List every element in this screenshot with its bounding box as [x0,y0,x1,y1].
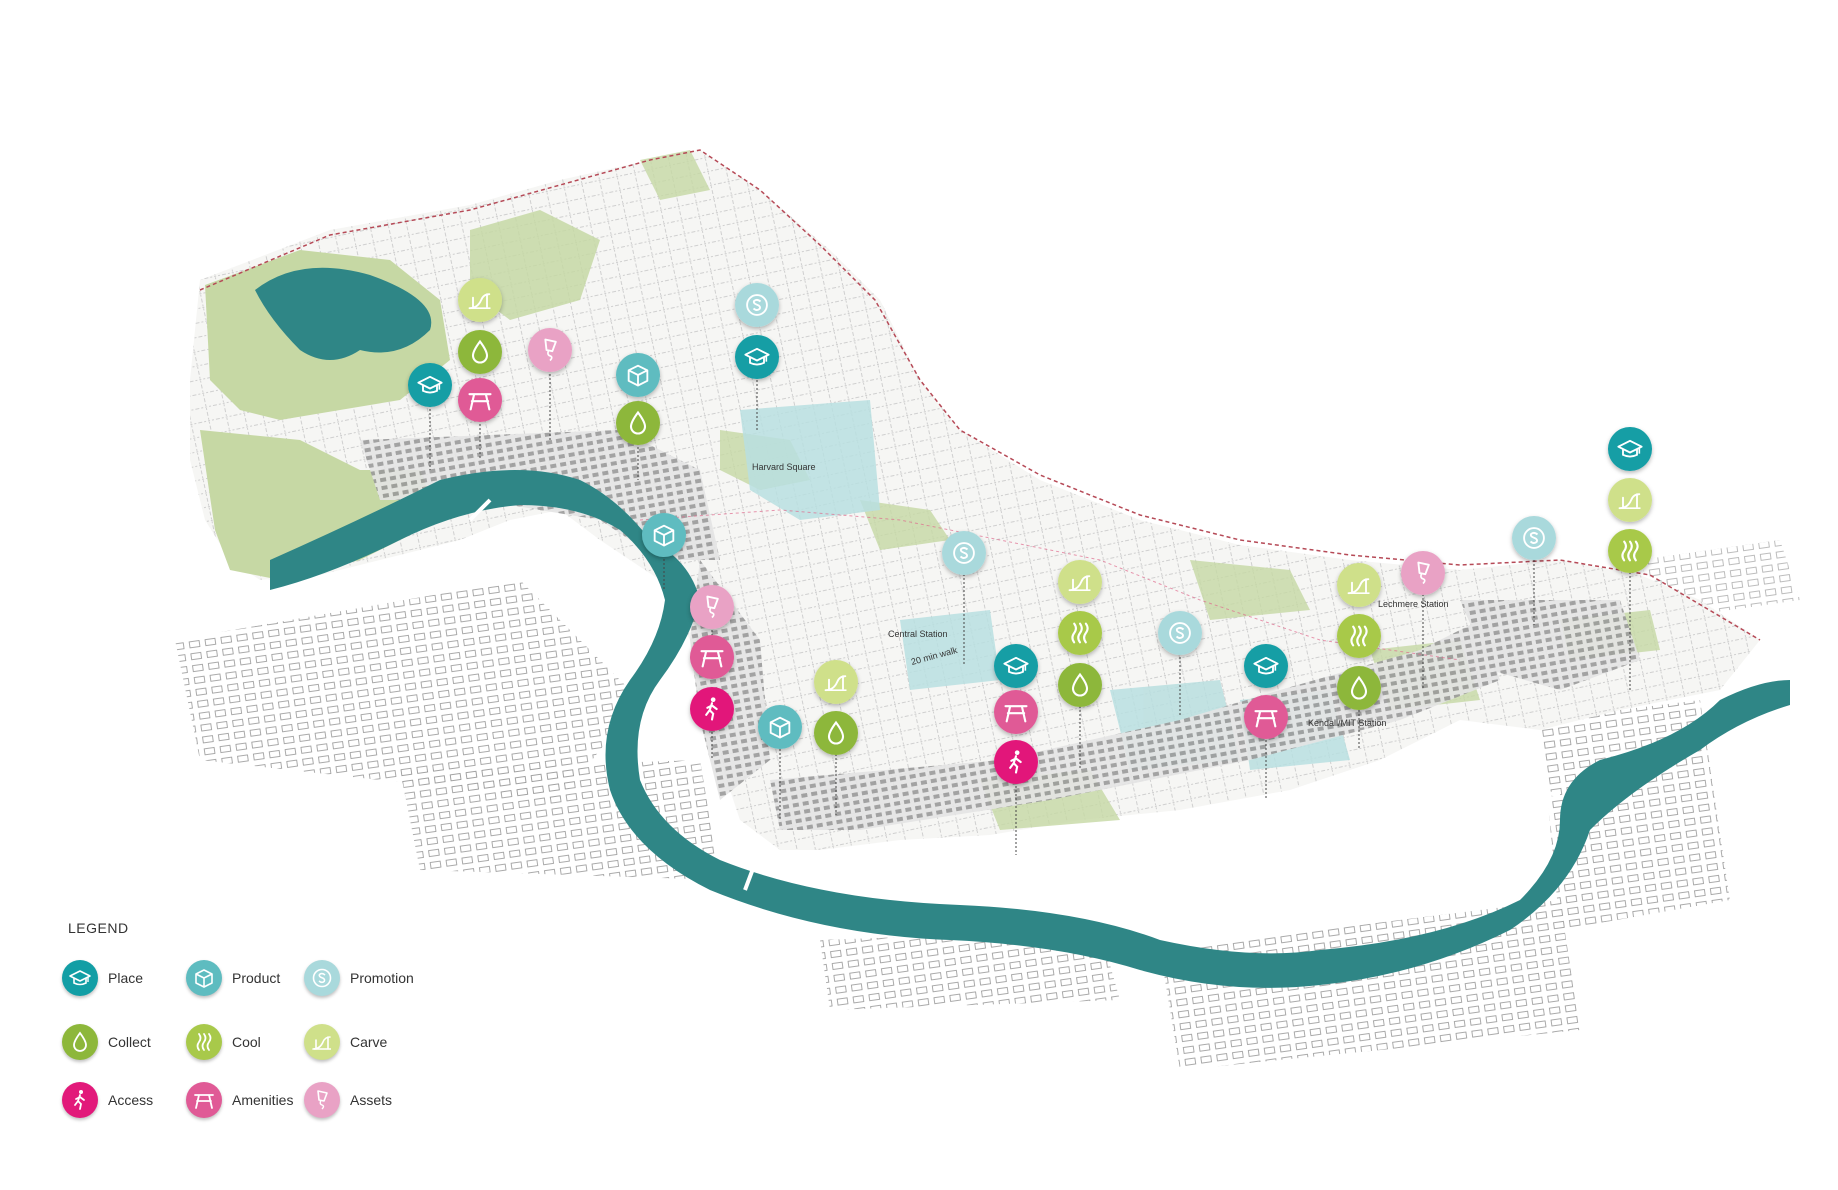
marker-amenities[interactable] [458,378,502,422]
legend-item-carve: Carve [304,1022,387,1062]
label-kendall-station: Kendall/MIT Station [1308,718,1386,728]
graduation-cap-icon [62,960,98,996]
heat-waves-icon [186,1024,222,1060]
marker-collect[interactable] [814,711,858,755]
kite-icon [304,1082,340,1118]
coin-icon [304,960,340,996]
legend-label-promotion: Promotion [350,970,414,986]
marker-carve[interactable] [1337,563,1381,607]
legend-item-promotion: Promotion [304,958,414,998]
marker-access[interactable] [994,740,1038,784]
marker-promotion[interactable] [735,283,779,327]
legend-label-amenities: Amenities [232,1092,294,1108]
legend-label-assets: Assets [350,1092,393,1108]
label-central-station: Central Station [888,629,948,639]
legend-label-collect: Collect [108,1034,151,1050]
marker-access[interactable] [690,687,734,731]
marker-place[interactable] [1244,644,1288,688]
legend-item-access: Access [62,1080,153,1120]
marker-amenities[interactable] [994,690,1038,734]
slide-icon [304,1024,340,1060]
legend-item-product: Product [186,958,280,998]
charles-river [270,470,1790,988]
marker-carve[interactable] [814,660,858,704]
marker-place[interactable] [408,363,452,407]
bridges [468,498,1561,941]
marker-carve[interactable] [1058,560,1102,604]
marker-collect[interactable] [1058,663,1102,707]
marker-promotion[interactable] [1512,516,1556,560]
legend-item-cool: Cool [186,1022,261,1062]
marker-promotion[interactable] [1158,611,1202,655]
marker-product[interactable] [758,705,802,749]
label-lechmere-station: Lechmere Station [1378,599,1449,609]
marker-cool[interactable] [1337,614,1381,658]
label-harvard-square: Harvard Square [752,462,816,472]
marker-amenities[interactable] [690,635,734,679]
marker-cool[interactable] [1608,529,1652,573]
legend-label-product: Product [232,970,281,986]
marker-place[interactable] [994,644,1038,688]
marker-cool[interactable] [1058,611,1102,655]
fresh-pond [255,267,432,360]
marker-promotion[interactable] [942,531,986,575]
legend-label-access: Access [108,1092,154,1108]
marker-collect[interactable] [458,330,502,374]
droplet-icon [62,1024,98,1060]
legend-item-amenities: Amenities [186,1080,293,1120]
context-buildings [175,540,1800,1070]
legend-item-collect: Collect [62,1022,151,1062]
legend-label-carve: Carve [350,1034,388,1050]
marker-carve[interactable] [1608,478,1652,522]
legend-item-assets: Assets [304,1080,392,1120]
map-markers [408,278,1652,784]
picnic-table-icon [186,1082,222,1118]
legend-item-place: Place [62,958,143,998]
marker-carve[interactable] [458,278,502,322]
marker-product[interactable] [616,353,660,397]
marker-assets[interactable] [690,585,734,629]
legend-label-cool: Cool [232,1034,261,1050]
walking-person-icon [62,1082,98,1118]
marker-collect[interactable] [616,401,660,445]
box-icon [186,960,222,996]
marker-place[interactable] [735,335,779,379]
marker-assets[interactable] [528,328,572,372]
legend: LEGEND Place Product Promotion Collect C… [62,920,482,1140]
marker-collect[interactable] [1337,666,1381,710]
marker-place[interactable] [1608,427,1652,471]
marker-assets[interactable] [1401,551,1445,595]
marker-amenities[interactable] [1244,695,1288,739]
legend-title: LEGEND [68,920,129,936]
marker-product[interactable] [642,513,686,557]
legend-label-place: Place [108,970,144,986]
